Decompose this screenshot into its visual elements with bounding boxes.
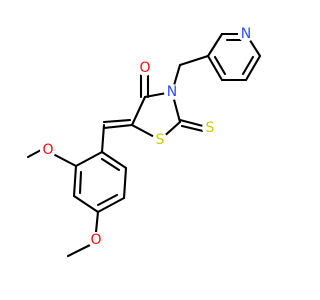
atom-label-s-thione: S: [206, 120, 215, 136]
bond-c5-c4: [130, 95, 147, 127]
atom-oxygen-methoxy-para: O: [88, 232, 104, 248]
bond-c2-s-double-a: [178, 118, 205, 128]
atom-nitrogen-ring: N: [164, 84, 180, 100]
molecule-structure: O N S S N O O: [26, 26, 262, 258]
bond-bz-c4-c5: [96, 196, 126, 214]
bond-ortho-o-me: [26, 148, 43, 159]
bond-py-inner-3: [213, 55, 227, 76]
bond-bz-c5-c6: [122, 166, 128, 200]
molecule-canvas: O N S S N O O: [26, 26, 262, 258]
bond-c5-ch-double-b: [102, 118, 132, 124]
atom-label-o-para: O: [90, 232, 101, 248]
bond-py-c3-c2: [206, 32, 224, 58]
bond-para-c-o: [94, 210, 100, 234]
atom-oxygen-carbonyl: O: [137, 60, 153, 76]
bond-para-o-me: [66, 243, 92, 258]
atom-label-s-ring: S: [156, 132, 165, 148]
bond-ch2-pyridine: [178, 54, 210, 67]
atom-labels: O N S S N O O: [40, 26, 254, 248]
bond-py-c4-c3: [206, 54, 224, 82]
atom-label-o-carbonyl: O: [139, 60, 150, 76]
bond-ch-benzene: [100, 123, 106, 154]
bond-c2-s-double-b: [180, 124, 205, 133]
bond-py-c6-c5: [244, 54, 262, 82]
bond-ortho-c-o: [53, 153, 78, 168]
bond-c5-ch-double-a: [102, 123, 134, 130]
atom-oxygen-methoxy-ortho: O: [40, 142, 56, 158]
bond-bz-inner-3: [100, 157, 121, 172]
bonds: [26, 32, 262, 258]
atom-nitrogen-pyridine: N: [238, 26, 254, 42]
atom-label-n-ring: N: [167, 84, 177, 100]
bond-py-inner-2: [241, 55, 255, 76]
atom-label-n-pyridine: N: [241, 26, 251, 42]
bond-bz-c2-c3: [72, 164, 78, 198]
bond-bz-c6-c1: [100, 150, 128, 170]
bond-bz-c1-c2: [74, 150, 104, 168]
atom-label-o-ortho: O: [42, 142, 53, 158]
atom-sulfur-ring: S: [152, 132, 168, 148]
bond-bz-c3-c4: [72, 194, 100, 214]
bond-bz-inner-2: [96, 193, 119, 207]
atom-sulfur-thione: S: [202, 120, 218, 136]
bond-bz-inner-1: [78, 170, 83, 195]
